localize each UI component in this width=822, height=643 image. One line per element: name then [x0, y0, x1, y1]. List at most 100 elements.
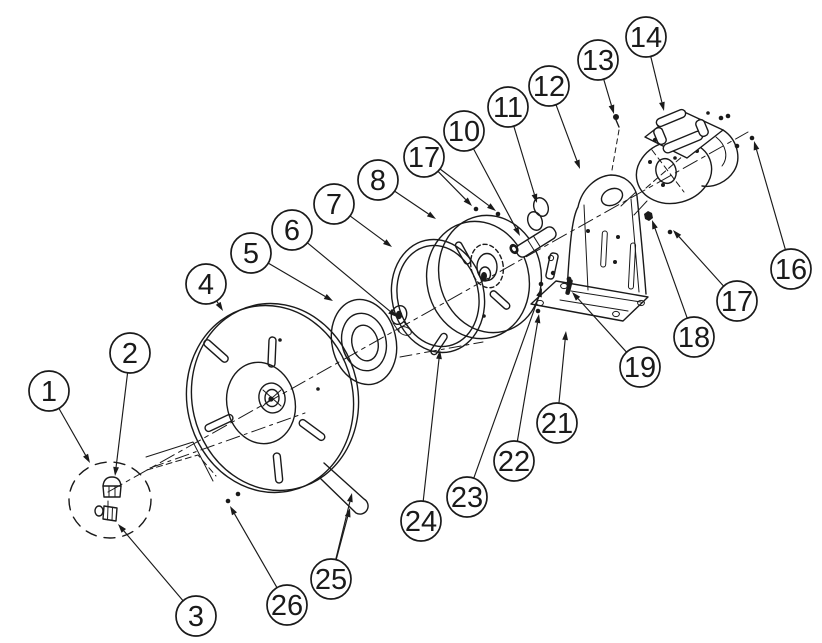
leader-line-24 [422, 358, 440, 502]
balloon-number: 4 [198, 269, 214, 301]
callout-balloon-6-5: 6 [271, 209, 313, 251]
reel-disc [185, 302, 360, 494]
balloon-circle [625, 16, 667, 58]
roller-top [655, 108, 687, 128]
drum [425, 214, 543, 356]
fastener-dots [225, 113, 755, 504]
u-pin [320, 462, 369, 515]
leader-arrow-8 [426, 211, 436, 219]
balloon-circle [673, 316, 715, 358]
base-pin [565, 276, 573, 295]
balloon-number: 23 [451, 482, 483, 514]
callout-balloon-19-17: 19 [619, 346, 661, 388]
ratchet-hub [469, 243, 505, 289]
leader-arrow-26 [230, 506, 238, 516]
callout-balloon-2-1: 2 [109, 332, 151, 374]
balloon-number: 22 [498, 446, 530, 478]
hose-band [145, 441, 217, 482]
callout-balloon-3-2: 3 [175, 595, 217, 637]
leader-arrow-12 [574, 159, 580, 169]
leader-line-18 [654, 228, 688, 319]
centerline [107, 131, 749, 493]
elbow-fitting [94, 500, 118, 522]
balloon-number: 25 [315, 564, 347, 596]
leader-line-17 [439, 168, 490, 207]
balloon-circle [528, 65, 570, 107]
leader-line-2 [115, 372, 129, 468]
leader-line-17 [437, 170, 467, 200]
balloon-circle [443, 110, 485, 152]
balloon-number: 19 [624, 352, 656, 384]
balloon-number: 17 [408, 142, 440, 174]
balloon-circle [400, 500, 442, 542]
leader-arrow-21 [562, 331, 569, 341]
callout-balloon-8-7: 8 [357, 159, 399, 201]
balloon-circle [619, 346, 661, 388]
callout-balloon-13-11: 13 [577, 39, 619, 81]
balloon-number: 1 [41, 376, 57, 408]
leader-line-22 [516, 322, 539, 442]
callout-balloon-5-4: 5 [230, 232, 272, 274]
callout-balloon-17-14: 17 [403, 136, 445, 178]
leader-line-26 [233, 513, 278, 588]
balloon-circle [109, 332, 151, 374]
base-plate [530, 280, 649, 322]
leader-arrow-18 [652, 220, 658, 230]
balloon-circle [716, 280, 758, 322]
balloon-number: 14 [630, 22, 662, 54]
callout-balloon-16-13: 16 [770, 248, 812, 290]
callout-balloon-10-8: 10 [443, 110, 485, 152]
balloon-circle [185, 263, 227, 305]
leader-line-19 [577, 298, 627, 353]
leader-line-25 [335, 516, 349, 560]
balloon-number: 12 [533, 71, 565, 103]
callout-balloon-14-12: 14 [625, 16, 667, 58]
leader-arrow-2 [113, 466, 119, 476]
leader-arrow-17 [463, 197, 472, 206]
leader-arrow-11 [531, 193, 538, 203]
leader-line-21 [558, 339, 566, 404]
leader-line-25 [335, 501, 351, 560]
callout-balloon-23-20: 23 [446, 476, 488, 518]
leader-line-12 [555, 104, 578, 161]
leader-line-13 [603, 79, 612, 106]
balloon-circle [313, 183, 355, 225]
balloon-number: 17 [721, 286, 753, 318]
leader-arrow-23 [536, 288, 542, 298]
leader-line-16 [755, 149, 786, 250]
leader-arrow-17 [673, 230, 682, 239]
callout-balloon-12-10: 12 [528, 65, 570, 107]
leader-arrow-19 [572, 292, 581, 301]
balloon-number: 24 [405, 506, 437, 538]
leader-arrow-25 [347, 493, 353, 503]
leader-line-7 [349, 215, 386, 243]
callout-balloon-1-0: 1 [28, 370, 70, 412]
callout-balloon-26-23: 26 [266, 584, 308, 626]
leader-line-6 [307, 242, 391, 312]
seal-ring [330, 298, 398, 386]
leader-arrow-5 [323, 293, 333, 301]
set-screw [611, 114, 620, 171]
balloon-number: 13 [582, 45, 614, 77]
mounting-bracket [530, 174, 649, 322]
roller-right [695, 118, 709, 138]
shaft [509, 226, 557, 258]
leader-arrow-10 [513, 226, 520, 236]
callout-balloon-24-21: 24 [400, 500, 442, 542]
balloon-number: 7 [326, 189, 342, 221]
balloon-circle [446, 476, 488, 518]
leader-line-14 [650, 56, 663, 103]
leader-line-11 [513, 125, 535, 195]
pawl-latch [545, 252, 559, 280]
leader-line-1 [58, 408, 87, 456]
balloon-circle [577, 39, 619, 81]
leader-line-23 [473, 296, 540, 479]
leader-arrow-22 [534, 314, 541, 324]
balloon-number: 3 [188, 601, 204, 633]
balloon-number: 5 [243, 238, 259, 270]
balloon-circle [271, 209, 313, 251]
callout-balloon-25-22: 25 [310, 558, 352, 600]
leader-arrow-24 [436, 350, 442, 360]
